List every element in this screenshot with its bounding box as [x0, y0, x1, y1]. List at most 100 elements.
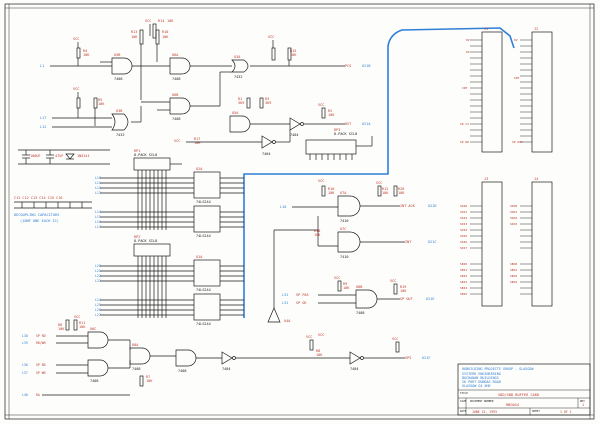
svg-text:RP3: RP3: [334, 128, 340, 132]
r13-ref: R13: [131, 30, 137, 34]
r8-val: 10K: [316, 353, 323, 357]
svg-text:U6C: U6C: [90, 327, 96, 331]
svg-text:L17: L17: [95, 225, 101, 229]
svg-text:SBO3: SBO3: [510, 280, 517, 284]
svg-text:SBI1: SBI1: [460, 268, 467, 272]
rp2-pack: [133, 243, 171, 257]
svg-text:U21C: U21C: [428, 240, 436, 244]
r13-val: 10K: [131, 35, 138, 39]
r5-ref: R5: [98, 98, 102, 102]
svg-text:U8A: U8A: [132, 343, 139, 347]
svg-text:DOCUMENT NUMBER: DOCUMENT NUMBER: [470, 399, 494, 403]
svg-text:7408: 7408: [172, 77, 180, 81]
svg-text:TITLE: TITLE: [460, 391, 468, 395]
gate-u7-final: [175, 349, 197, 367]
svg-text:VCC: VCC: [318, 103, 324, 107]
svg-text:U1A: U1A: [196, 255, 203, 259]
svg-text:L24: L24: [95, 298, 101, 302]
r8-ref: R8: [316, 349, 320, 353]
r4-ref: R4: [83, 49, 87, 53]
svg-text:SP OE: SP OE: [296, 301, 307, 305]
r20-val: 10K: [398, 191, 405, 195]
svg-text:7408: 7408: [90, 379, 98, 383]
highlighted-bus-wire: [243, 27, 515, 318]
svg-text:INT: INT: [462, 86, 468, 90]
r7-val: 10K: [79, 325, 86, 329]
svg-text:U21A: U21A: [362, 122, 371, 126]
svg-text:L37: L37: [22, 371, 28, 375]
svg-text:U3B: U3B: [116, 109, 122, 113]
svg-text:SP WR: SP WR: [36, 371, 46, 375]
svg-text:U5B: U5B: [114, 53, 120, 57]
r2-val: 10K: [328, 113, 335, 117]
right-mid-logic: VCC R16 10K VCC R12 10K R20 10K L10 U7A …: [267, 179, 436, 323]
svg-text:INT: INT: [514, 76, 520, 80]
svg-text:SDO0: SDO0: [510, 204, 517, 208]
svg-text:VCC: VCC: [268, 35, 274, 39]
r3-val: 3K9: [265, 101, 271, 105]
r16-val: 10K: [328, 191, 335, 195]
svg-text:VCC: VCC: [318, 333, 324, 337]
svg-text:L31: L31: [282, 301, 288, 305]
svg-text:U21B: U21B: [362, 64, 370, 68]
reset-logic: R1 3K9 R3 3K9 VCC R2 10K U5A 7404 RST U2…: [174, 97, 371, 156]
r1-val: 3K9: [238, 101, 244, 105]
svg-text:J2: J2: [534, 27, 538, 31]
svg-text:7410: 7410: [340, 219, 348, 223]
r10-val: 10K: [162, 35, 169, 39]
connector-j1: J1 0V 0V INT SP CS SP RD: [460, 27, 503, 153]
gate-u4e: [349, 351, 361, 365]
svg-text:U5A: U5A: [232, 111, 239, 115]
svg-text:RD/WR: RD/WR: [36, 341, 46, 345]
svg-text:7408: 7408: [132, 367, 140, 371]
r3-ref: R3: [265, 97, 269, 101]
r19-val: 10K: [400, 289, 407, 293]
r2-ref: R2: [328, 109, 332, 113]
gate-u4a: [267, 307, 281, 323]
svg-text:U3A: U3A: [234, 55, 241, 59]
svg-text:J3: J3: [484, 177, 488, 181]
r4-val: 10K: [83, 53, 90, 57]
svg-text:VCC: VCC: [390, 279, 396, 283]
r14-ref: R14: [158, 19, 164, 23]
svg-text:7404: 7404: [350, 367, 358, 371]
gate-u3b: [111, 113, 129, 131]
svg-text:U4A: U4A: [284, 319, 291, 323]
svg-text:7408: 7408: [178, 369, 186, 373]
r20-ref: R20: [398, 187, 404, 191]
gate-u4d: [261, 135, 273, 149]
svg-text:L20: L20: [95, 264, 101, 268]
svg-text:VCC: VCC: [306, 335, 312, 339]
title-block: ROBUILDING PROJECTS GROUP - GLASGOW SYST…: [457, 363, 591, 416]
svg-text:SP CS: SP CS: [460, 122, 469, 126]
svg-text:U8B: U8B: [356, 285, 362, 289]
svg-text:74LS244: 74LS244: [196, 288, 211, 292]
svg-text:L38: L38: [22, 334, 28, 338]
svg-text:L15: L15: [95, 215, 101, 219]
svg-text:SBI0: SBI0: [460, 262, 467, 266]
r14-val: 10K: [167, 19, 174, 23]
svg-text:7432: 7432: [234, 75, 242, 79]
svg-text:SP OUT: SP OUT: [512, 140, 523, 144]
svg-text:U6A: U6A: [172, 53, 179, 57]
buffer-bank-2: RP2 8-PACK SIL8 U1A 74LS244 74LS244 L20 …: [95, 235, 244, 326]
decoupling-title: DECOUPLING CAPACITORS: [14, 213, 59, 217]
svg-text:SBO0: SBO0: [510, 262, 517, 266]
svg-text:100UF: 100UF: [30, 154, 41, 158]
svg-text:SHEET: SHEET: [532, 409, 540, 413]
svg-text:7408: 7408: [356, 311, 364, 315]
r9-val: 10K: [343, 286, 350, 290]
r17-ref: R17: [194, 137, 200, 141]
svg-text:VCC: VCC: [376, 181, 382, 185]
svg-text:SBO1: SBO1: [510, 268, 517, 272]
svg-text:RST: RST: [345, 122, 352, 126]
svg-text:SBI5: SBI5: [460, 292, 467, 296]
svg-text:SP PAS: SP PAS: [296, 293, 309, 297]
svg-text:RP2: RP2: [134, 235, 140, 239]
r7-ref: R11: [79, 321, 85, 325]
r15-val: 10K: [290, 53, 297, 57]
svg-text:SP RD: SP RD: [460, 140, 469, 144]
svg-text:74LS244: 74LS244: [196, 200, 211, 204]
gate-u5a: [229, 115, 251, 133]
